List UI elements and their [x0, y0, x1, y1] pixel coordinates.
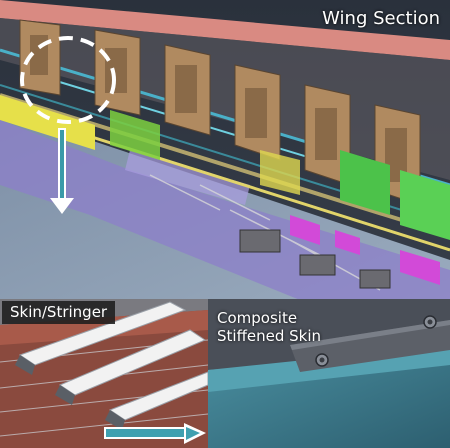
- purple-panel: [0, 120, 450, 300]
- right-arrow: [104, 423, 206, 444]
- composite-label-line1: Composite: [217, 309, 298, 327]
- composite-label-line2: Stiffened Skin: [217, 327, 322, 345]
- highlight-circle: [20, 36, 116, 124]
- skin-stringer-label: Skin/Stringer: [2, 301, 116, 324]
- magenta-brackets: [290, 215, 440, 285]
- section-title: Wing Section: [322, 8, 440, 29]
- green-panel: [340, 150, 390, 215]
- composite-skin-inset: [208, 299, 450, 448]
- upper-skin-edge: [0, 0, 450, 60]
- composite-skin-label: Composite Stiffened Skin: [217, 309, 321, 345]
- yellow-panel: [0, 95, 95, 150]
- down-arrow: [50, 128, 74, 214]
